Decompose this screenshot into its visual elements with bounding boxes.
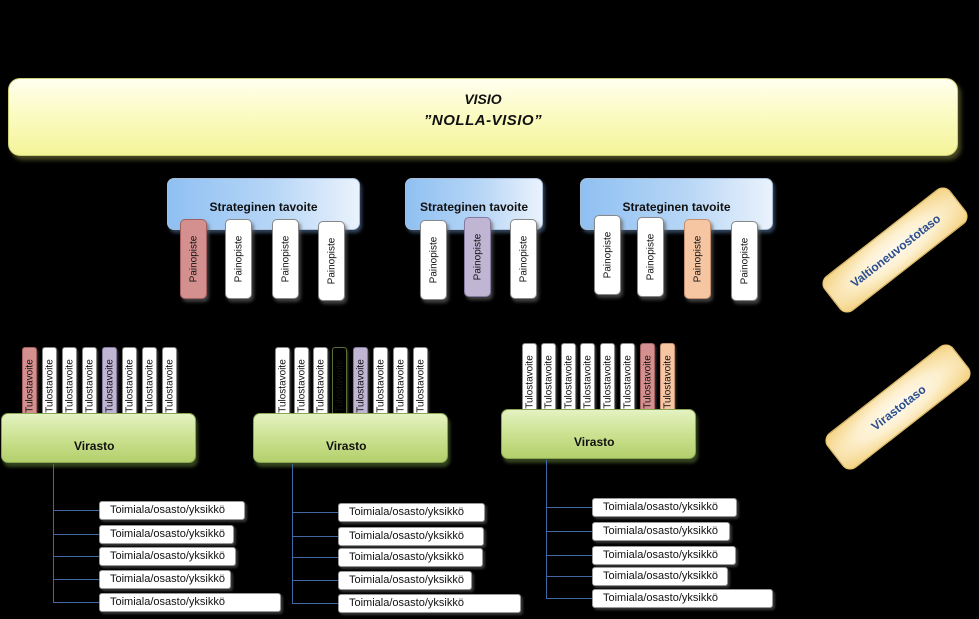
unit-box: Toimiala/osasto/yksikkö: [592, 522, 730, 541]
tree-branch: [546, 531, 592, 532]
unit-box: Toimiala/osasto/yksikkö: [99, 593, 281, 612]
focus-area: Painopiste: [637, 217, 664, 297]
tree-trunk: [546, 460, 547, 598]
agency-box-1: Virasto: [1, 413, 196, 463]
vision-banner: VISIO ”NOLLA-VISIO”: [8, 78, 958, 156]
level-label-government: Valtioneuvostotaso: [818, 183, 972, 317]
unit-box: Toimiala/osasto/yksikkö: [99, 501, 245, 520]
unit-box: Toimiala/osasto/yksikkö: [592, 546, 736, 565]
tree-branch: [292, 580, 338, 581]
focus-area: Painopiste: [318, 221, 345, 301]
agency-label: Virasto: [326, 439, 367, 453]
tree-trunk: [292, 464, 293, 603]
tree-branch: [292, 557, 338, 558]
tree-branch: [292, 512, 338, 513]
strategic-goal-label: Strateginen tavoite: [209, 200, 318, 214]
agency-box-2: Virasto: [253, 413, 448, 463]
tree-branch: [546, 555, 592, 556]
unit-box: Toimiala/osasto/yksikkö: [338, 503, 485, 522]
unit-box: Toimiala/osasto/yksikkö: [592, 498, 737, 517]
agency-label: Virasto: [74, 439, 115, 453]
unit-box: Toimiala/osasto/yksikkö: [99, 570, 231, 589]
tree-branch: [546, 598, 592, 599]
tree-trunk: [53, 464, 54, 603]
strategic-goal-label: Strateginen tavoite: [622, 200, 731, 214]
agency-box-3: Virasto: [501, 409, 696, 459]
focus-area: Painopiste: [272, 219, 299, 299]
vision-title: VISIO: [464, 91, 502, 107]
focus-area: Painopiste: [225, 219, 252, 299]
focus-area: Painopiste: [180, 219, 207, 299]
strategic-goal-label: Strateginen tavoite: [419, 200, 529, 214]
tree-branch: [53, 534, 99, 535]
unit-box: Toimiala/osasto/yksikkö: [338, 548, 483, 567]
unit-box: Toimiala/osasto/yksikkö: [338, 527, 484, 546]
tree-branch: [546, 576, 592, 577]
tree-branch: [546, 507, 592, 508]
focus-area: Painopiste: [464, 217, 491, 297]
level-label-agency: Virastotaso: [821, 340, 975, 474]
unit-box: Toimiala/osasto/yksikkö: [592, 567, 728, 586]
tree-branch: [53, 556, 99, 557]
focus-area: Painopiste: [731, 221, 758, 301]
focus-area: Painopiste: [684, 219, 711, 299]
tree-branch: [292, 536, 338, 537]
unit-box: Toimiala/osasto/yksikkö: [99, 525, 234, 544]
unit-box: Toimiala/osasto/yksikkö: [99, 547, 236, 566]
unit-box: Toimiala/osasto/yksikkö: [592, 589, 773, 608]
tree-branch: [292, 603, 338, 604]
agency-label: Virasto: [574, 435, 615, 449]
unit-box: Toimiala/osasto/yksikkö: [338, 571, 472, 590]
tree-branch: [53, 602, 99, 603]
tree-branch: [53, 579, 99, 580]
focus-area: Painopiste: [510, 219, 537, 299]
unit-box: Toimiala/osasto/yksikkö: [338, 594, 521, 613]
focus-area: Painopiste: [420, 220, 447, 300]
vision-subtitle: ”NOLLA-VISIO”: [423, 112, 543, 129]
tree-branch: [53, 510, 99, 511]
focus-area: Painopiste: [594, 215, 621, 295]
